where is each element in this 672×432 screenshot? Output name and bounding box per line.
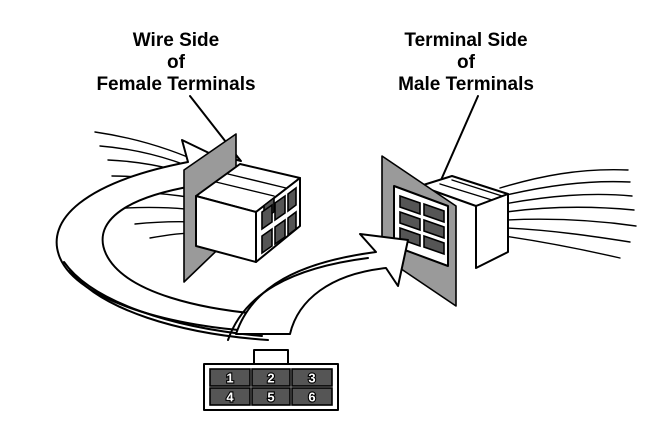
right-connector [381,155,509,307]
pin-label-6: 6 [308,390,315,405]
pin-cell-4 [209,387,251,406]
left-curved-arrow [55,139,291,341]
right-label-line-2: of [457,52,476,73]
pin-label-5: 5 [267,390,274,405]
left-label-line-1: Wire Side [133,30,219,51]
pin-cell-6 [291,387,333,406]
pin-cell-5 [251,387,291,406]
pin-label-3: 3 [308,371,315,386]
right-label-line-1: Terminal Side [404,30,527,51]
right-label: Terminal Side of Male Terminals [398,30,534,95]
pinout-view: 1 2 3 4 5 6 [203,349,339,411]
right-housing-side [475,193,509,269]
right-wire-bundle [499,169,637,259]
pin-label-4: 4 [226,390,234,405]
right-label-line-3: Male Terminals [398,74,534,95]
pin-cell-2 [251,368,291,387]
pin-label-2: 2 [267,371,274,386]
pin-cell-1 [209,368,251,387]
left-label-line-2: of [167,52,186,73]
left-label-line-3: Female Terminals [96,74,255,95]
left-connector [183,133,301,283]
pin-cell-3 [291,368,333,387]
pin-label-1: 1 [226,371,233,386]
right-curved-arrow [227,233,409,341]
left-label: Wire Side of Female Terminals [96,30,255,95]
left-housing-front [195,195,257,263]
